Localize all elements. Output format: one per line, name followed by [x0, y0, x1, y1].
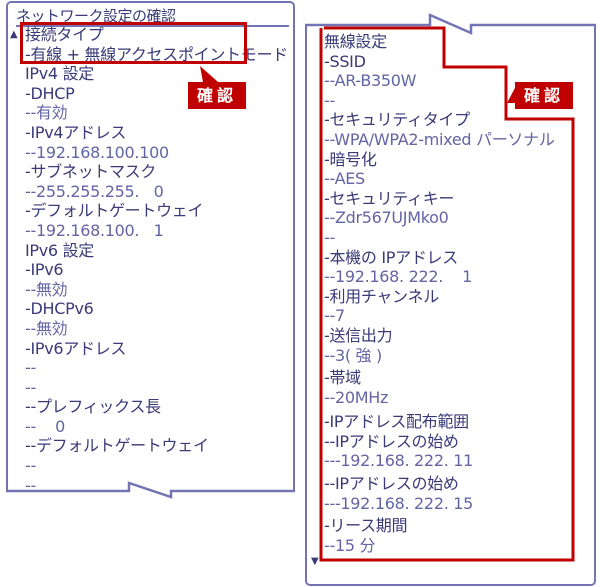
setting-label: --プレフィックス長 [25, 397, 161, 417]
setting-label: -IPv4アドレス [25, 122, 127, 142]
setting-label: -有線 + 無線アクセスポイントモード [25, 44, 288, 64]
setting-label: -リース期間 [324, 516, 408, 536]
scroll-up-icon[interactable]: ▲ [10, 29, 18, 40]
setting-label: -DHCPv6 [25, 299, 94, 319]
setting-label: -デフォルトゲートウェイ [25, 201, 204, 221]
setting-value: ---192.168. 222. 15 [324, 493, 474, 513]
setting-label: -IPv6 [25, 260, 64, 280]
network-settings-panel-right: 無線設定-SSID--AR-B350W---セキュリティタイプ--WPA/WPA… [305, 25, 596, 586]
setting-value: -- 0 [25, 416, 65, 436]
setting-label: -送信出力 [324, 325, 393, 345]
setting-value: --Zdr567UJMko0 [324, 208, 449, 228]
settings-list-right: 無線設定-SSID--AR-B350W---セキュリティタイプ--WPA/WPA… [324, 32, 555, 555]
setting-label: --デフォルトゲートウェイ [25, 436, 209, 456]
setting-value: --無効 [25, 279, 68, 299]
setting-label: -暗号化 [324, 149, 377, 169]
setting-label: -利用チャンネル [324, 286, 439, 306]
setting-value: --無効 [25, 318, 68, 338]
setting-value: --AES [324, 169, 365, 189]
setting-label: -DHCP [25, 83, 75, 103]
setting-label: -セキュリティキー [324, 188, 455, 208]
setting-label: -帯域 [324, 368, 361, 388]
setting-value: --192.168. 222. 1 [324, 267, 473, 287]
setting-value: --7 [324, 306, 345, 326]
setting-value: --15 分 [324, 535, 376, 555]
setting-label: 接続タイプ [25, 25, 104, 44]
setting-label: -セキュリティタイプ [324, 110, 470, 130]
setting-value: --20MHz [324, 387, 389, 407]
setting-label: -IPアドレス配布範囲 [324, 412, 469, 432]
setting-value: --255.255.255. 0 [25, 181, 164, 201]
setting-label: -SSID [324, 51, 366, 71]
title-divider [16, 25, 289, 27]
setting-value: -- [25, 475, 36, 495]
setting-label: IPv6 設定 [25, 240, 95, 260]
setting-value: --有効 [25, 103, 68, 123]
setting-value: --3( 強 ) [324, 345, 382, 365]
setting-value: -- [25, 456, 36, 476]
setting-label: 無線設定 [324, 32, 387, 51]
setting-label: -本機の IPアドレス [324, 247, 458, 267]
setting-value: --192.168.100. 1 [25, 220, 164, 240]
setting-value: --192.168.100.100 [25, 142, 169, 162]
setting-value: ---192.168. 222. 11 [324, 451, 474, 471]
setting-value: --WPA/WPA2-mixed パーソナル [324, 129, 555, 149]
confirm-badge-right: 確認 [515, 82, 573, 109]
setting-label: --IPアドレスの始め [324, 431, 459, 451]
setting-label: --IPアドレスの始め [324, 474, 459, 494]
panel-title: ネットワーク設定の確認 [16, 7, 176, 25]
confirm-badge-left: 確認 [188, 82, 246, 109]
setting-label: IPv4 設定 [25, 64, 95, 84]
setting-label: -IPv6アドレス [25, 338, 127, 358]
scroll-down-icon[interactable]: ▼ [311, 556, 319, 567]
setting-value: -- [324, 227, 335, 247]
setting-value: -- [25, 377, 36, 397]
setting-value: -- [25, 358, 36, 378]
highlight-connection-type [20, 22, 247, 64]
setting-label: -サブネットマスク [25, 162, 157, 182]
